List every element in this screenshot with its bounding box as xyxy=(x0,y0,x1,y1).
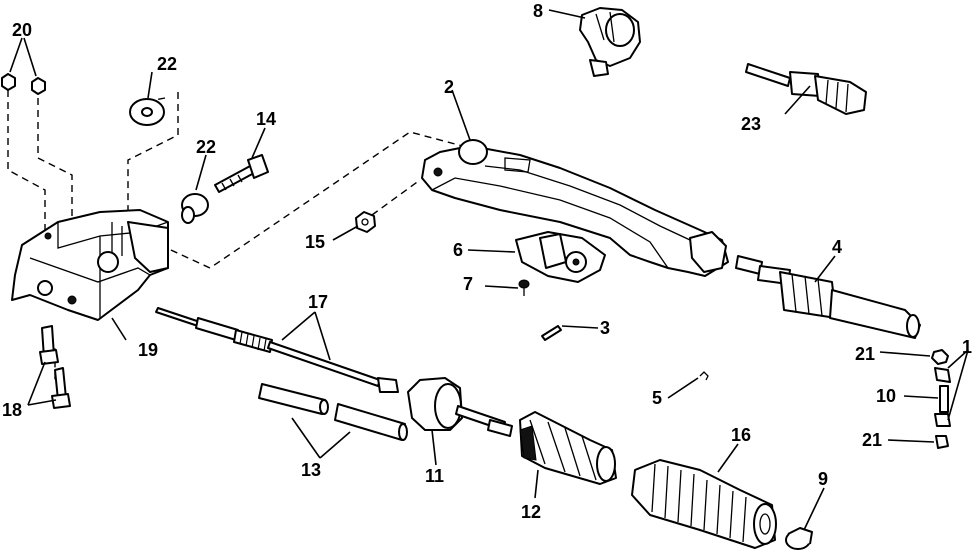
callout-22-upper: 22 xyxy=(157,54,177,74)
callout-9: 9 xyxy=(818,469,828,489)
part-12-grip-core xyxy=(519,411,617,485)
callout-18: 18 xyxy=(2,400,22,420)
part-3-pin xyxy=(541,325,562,341)
callout-11: 11 xyxy=(425,466,444,486)
callout-1: 1 xyxy=(962,337,972,357)
callout-22-lower: 22 xyxy=(196,137,216,157)
part-8-friction-bracket xyxy=(579,7,641,77)
part-9-end-cap xyxy=(785,527,813,550)
part-14-bolt xyxy=(214,154,269,193)
part-4-throttle-shaft xyxy=(735,255,921,339)
callout-7: 7 xyxy=(463,274,473,294)
callout-21-lower: 21 xyxy=(862,430,882,450)
callout-16: 16 xyxy=(731,425,751,445)
part-7-screw xyxy=(518,279,530,296)
part-1-10-21-hardware xyxy=(931,349,951,449)
callout-4: 4 xyxy=(832,237,842,257)
part-5-spring xyxy=(699,371,709,381)
part-11-throttle-cam xyxy=(407,377,513,437)
callout-23: 23 xyxy=(741,114,761,134)
callout-8: 8 xyxy=(533,1,543,21)
callout-10: 10 xyxy=(876,386,896,406)
part-18-bolts xyxy=(39,325,71,409)
part-19-base-bracket xyxy=(11,209,169,321)
callout-20: 20 xyxy=(12,20,32,40)
callout-14: 14 xyxy=(256,109,276,129)
leader-lines xyxy=(9,9,969,531)
callout-labels: 20 22 14 22 15 19 18 8 23 2 6 7 3 5 4 21… xyxy=(2,1,972,522)
part-17-throttle-cable xyxy=(155,307,399,393)
callout-12: 12 xyxy=(521,502,541,522)
callout-3: 3 xyxy=(600,318,610,338)
part-2-tiller-arm xyxy=(421,139,729,277)
callout-13: 13 xyxy=(301,460,321,480)
callout-5: 5 xyxy=(652,388,662,408)
callout-21-upper: 21 xyxy=(855,344,875,364)
part-15-nut xyxy=(355,211,376,233)
callout-19: 19 xyxy=(138,340,158,360)
part-20-nuts xyxy=(1,73,46,95)
callout-17: 17 xyxy=(308,292,328,312)
part-22-washers xyxy=(129,98,209,224)
part-23-switch xyxy=(745,63,867,115)
part-13-tubes xyxy=(258,383,408,441)
callout-6: 6 xyxy=(453,240,463,260)
part-6-bracket xyxy=(515,231,606,283)
callout-2: 2 xyxy=(444,77,454,97)
callout-15: 15 xyxy=(305,232,325,252)
part-16-grip xyxy=(631,459,777,549)
